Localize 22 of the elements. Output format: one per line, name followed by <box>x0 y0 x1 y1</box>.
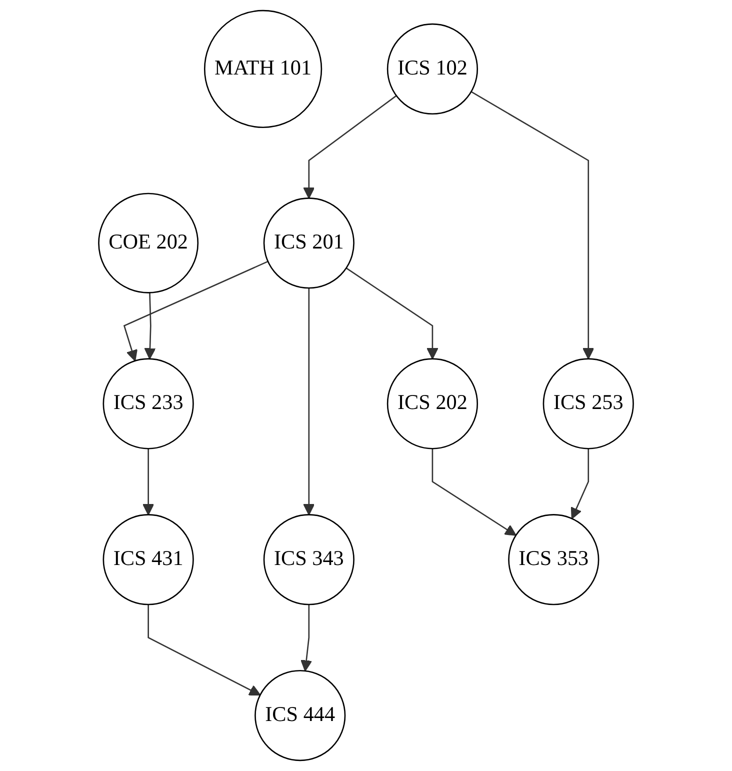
arrow <box>346 268 438 360</box>
node-circle: ICS 201 <box>263 198 354 289</box>
arrow <box>432 448 516 536</box>
arrow <box>123 260 268 362</box>
node-circle: MATH 101 <box>204 10 322 128</box>
node-circle: ICS 431 <box>102 514 194 606</box>
arrow <box>142 448 154 516</box>
node-circle: ICS 353 <box>508 514 600 606</box>
node-circle: ICS 202 <box>386 358 478 450</box>
arrow <box>303 95 397 199</box>
node-circle: ICS 253 <box>542 358 634 450</box>
arrow <box>148 604 261 696</box>
node-circle: ICS 444 <box>254 670 346 762</box>
node-circle: ICS 343 <box>263 514 354 606</box>
node-circle: ICS 102 <box>386 23 478 115</box>
arrow <box>303 288 315 516</box>
node-circle: ICS 233 <box>102 358 194 450</box>
arrow <box>144 292 156 360</box>
arrow <box>570 448 590 520</box>
arrow <box>300 604 312 672</box>
arrow <box>470 91 594 360</box>
node-circle: COE 202 <box>98 192 199 294</box>
